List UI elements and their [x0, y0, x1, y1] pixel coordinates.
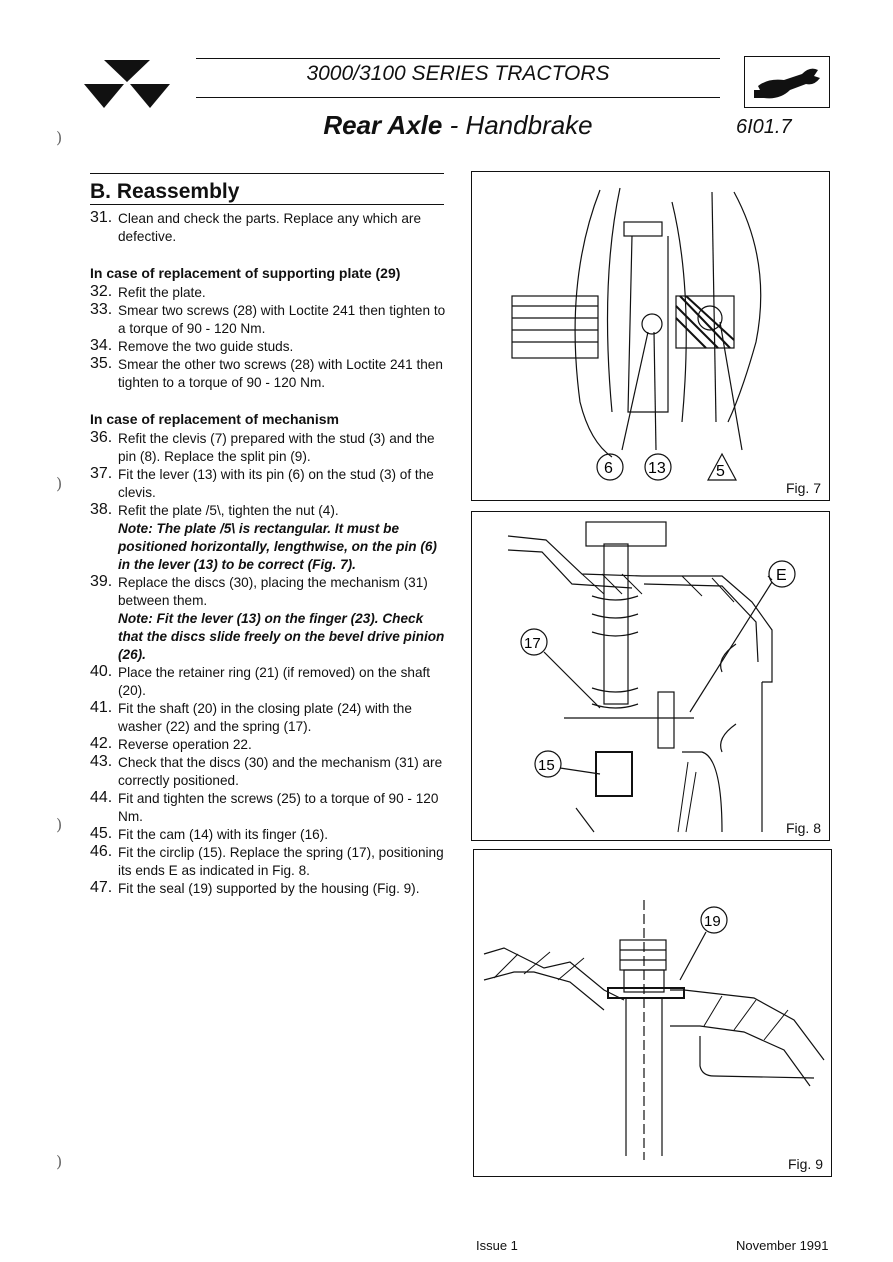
fig8-callout-17: 17 — [524, 635, 541, 652]
step-text: Refit the clevis (7) prepared with the s… — [118, 431, 435, 464]
step-item: 41. Fit the shaft (20) in the closing pla… — [90, 699, 448, 736]
step-text: Fit the cam (14) with its finger (16). — [118, 827, 329, 842]
step-number: 46. — [90, 843, 113, 860]
figure-8-drawing: E 17 15 — [507, 521, 796, 833]
header-rule-top — [196, 58, 720, 59]
fig7-callout-5: 5 — [716, 463, 725, 480]
margin-mark: ) — [56, 815, 63, 834]
fig8-callout-e: E — [776, 567, 787, 584]
step-number: 44. — [90, 789, 113, 806]
step-note: Note: Fit the lever (13) on the finger (… — [118, 611, 445, 662]
step-number: 36. — [90, 429, 113, 446]
step-number: 38. — [90, 501, 113, 518]
step-number: 45. — [90, 825, 113, 842]
step-text: Reverse operation 22. — [118, 737, 252, 752]
figure-7: 6 13 5 Fig. 7 — [471, 171, 830, 501]
fig7-callout-6: 6 — [604, 460, 613, 477]
figure-7-label: Fig. 7 — [785, 480, 821, 496]
page-title: Rear Axle - Handbrake — [196, 110, 720, 141]
step-number: 42. — [90, 735, 113, 752]
step-item: 42. Reverse operation 22. — [90, 735, 448, 754]
figure-7-drawing: 6 13 5 — [511, 187, 762, 481]
step-item: 44. Fit and tighten the screws (25) to a … — [90, 789, 448, 826]
step-text: Place the retainer ring (21) (if removed… — [118, 665, 431, 698]
step-text: Smear two screws (28) with Loctite 241 t… — [118, 303, 446, 336]
step-item: 34. Remove the two guide studs. — [90, 337, 448, 356]
steps-group-c: 36. Refit the clevis (7) prepared with th… — [90, 429, 448, 898]
step-number: 43. — [90, 753, 113, 770]
section-heading: B. Reassembly — [90, 180, 240, 203]
step-text: Fit the shaft (20) in the closing plate … — [118, 701, 412, 734]
step-number: 47. — [90, 879, 113, 896]
step-text: Check that the discs (30) and the mechan… — [118, 755, 443, 788]
page-title-bold: Rear Axle — [323, 110, 443, 140]
steps-column: 31. Clean and check the parts. Replace an… — [90, 209, 448, 898]
footer-issue: Issue 1 — [476, 1238, 518, 1253]
series-title: 3000/3100 SERIES TRACTORS — [306, 62, 610, 85]
margin-mark: ) — [56, 1152, 63, 1171]
subheading-supporting-plate: In case of replacement of supporting pla… — [90, 265, 401, 281]
step-item: 46. Fit the circlip (15). Replace the spr… — [90, 843, 448, 880]
step-text: Fit the circlip (15). Replace the spring… — [118, 845, 444, 878]
step-item: 38. Refit the plate /5\, tighten the nut … — [90, 501, 448, 574]
step-item: 47. Fit the seal (19) supported by the ho… — [90, 879, 448, 898]
step-text: Fit the lever (13) with its pin (6) on t… — [118, 467, 434, 500]
step-text: Remove the two guide studs. — [118, 339, 294, 354]
step-text: Refit the plate. — [118, 285, 206, 300]
step-number: 31. — [90, 209, 113, 226]
step-text: Smear the other two screws (28) with Loc… — [118, 357, 443, 390]
footer-date: November 1991 — [736, 1238, 829, 1253]
step-number: 32. — [90, 283, 113, 300]
page-title-rest: - Handbrake — [442, 110, 593, 140]
fig7-callout-13: 13 — [648, 460, 666, 477]
step-number: 35. — [90, 355, 113, 372]
step-text: Clean and check the parts. Replace any w… — [118, 211, 422, 244]
step-number: 33. — [90, 301, 113, 318]
step-number: 41. — [90, 699, 113, 716]
margin-mark: ) — [56, 474, 63, 493]
figure-8-label: Fig. 8 — [785, 820, 821, 836]
figure-9-drawing: 19 — [483, 900, 825, 1160]
step-item: 39. Replace the discs (30), placing the m… — [90, 573, 448, 664]
step-item: 35. Smear the other two screws (28) with … — [90, 355, 448, 392]
step-item: 36. Refit the clevis (7) prepared with th… — [90, 429, 448, 466]
figure-8: E 17 15 Fig. 8 — [471, 511, 830, 841]
step-text: Refit the plate /5\, tighten the nut (4)… — [118, 503, 339, 518]
step-number: 40. — [90, 663, 113, 680]
step-item: 37. Fit the lever (13) with its pin (6) o… — [90, 465, 448, 502]
section-rule-top — [90, 173, 444, 174]
step-item: 40. Place the retainer ring (21) (if remo… — [90, 663, 448, 700]
header-rule-bottom — [196, 97, 720, 98]
step-text: Fit and tighten the screws (25) to a tor… — [118, 791, 439, 824]
step-number: 34. — [90, 337, 113, 354]
step-note: Note: The plate /5\ is rectangular. It m… — [118, 521, 437, 572]
step-item: 45. Fit the cam (14) with its finger (16)… — [90, 825, 448, 844]
figure-9: 19 Fig. 9 — [473, 849, 832, 1177]
step-item: 43. Check that the discs (30) and the mec… — [90, 753, 448, 790]
margin-mark: ) — [56, 128, 63, 147]
figure-9-label: Fig. 9 — [787, 1156, 823, 1172]
page-code: 6I01.7 — [736, 116, 792, 138]
subheading-mechanism: In case of replacement of mechanism — [90, 411, 339, 427]
fig8-callout-15: 15 — [538, 757, 555, 774]
step-text: Replace the discs (30), placing the mech… — [118, 575, 428, 608]
section-rule-bottom — [90, 204, 444, 205]
step-number: 37. — [90, 465, 113, 482]
step-item: 33. Smear two screws (28) with Loctite 24… — [90, 301, 448, 338]
fig9-callout-19: 19 — [704, 913, 721, 930]
steps-group-b: 32. Refit the plate. 33. Smear two screws (… — [90, 283, 448, 392]
step-text: Fit the seal (19) supported by the housi… — [118, 881, 420, 896]
brand-logo-icon — [84, 60, 170, 108]
step-number: 39. — [90, 573, 113, 590]
wrench-hand-icon — [744, 56, 830, 108]
steps-group-a: 31. Clean and check the parts. Replace an… — [90, 209, 448, 246]
step-item: 31. Clean and check the parts. Replace an… — [90, 209, 448, 246]
step-item: 32. Refit the plate. — [90, 283, 448, 302]
